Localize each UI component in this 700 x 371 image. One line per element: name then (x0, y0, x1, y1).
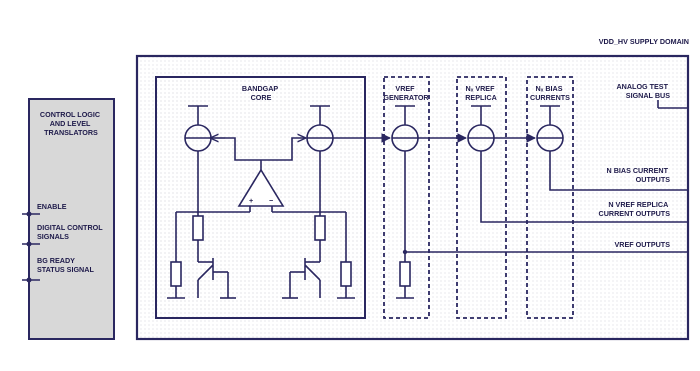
bias-currents-title: Nₓ BIAS CURRENTS (530, 84, 570, 102)
bandgap-left-branch (167, 151, 251, 299)
analog-test-label: ANALOG TEST SIGNAL BUS (616, 82, 670, 100)
enable-label: ENABLE (37, 202, 67, 211)
bias-current-outputs-label: N BIAS CURRENT OUTPUTS (607, 166, 671, 184)
digital-control-pin-dot (26, 241, 32, 247)
supply-taps (188, 105, 560, 125)
output-routes (402, 100, 688, 255)
svg-text:+: + (249, 196, 253, 205)
digital-control-label: DIGITAL CONTROL SIGNALS (37, 223, 104, 241)
supply-domain-title: VDD_HV SUPPLY DOMAIN (599, 37, 689, 46)
vref-replica-box (456, 76, 507, 319)
vref-generator-title: VREF GENERATOR (383, 84, 429, 102)
enable-pin-dot (26, 211, 32, 217)
vref-generator-circuit (396, 151, 414, 299)
bandgap-right-branch (271, 151, 355, 299)
control-logic-title: CONTROL LOGIC AND LEVEL TRANSLATORS (40, 110, 102, 137)
control-logic-block: CONTROL LOGIC AND LEVEL TRANSLATORS ENAB… (22, 98, 115, 340)
mirror-bias-line (210, 133, 536, 161)
vref-generator-box (383, 76, 430, 319)
vref-outputs-label: VREF OUTPUTS (614, 240, 670, 249)
bg-ready-pin-dot (26, 277, 32, 283)
bias-currents-box (526, 76, 574, 319)
bg-ready-label: BG READY STATUS SIGNAL (37, 256, 94, 274)
svg-text:−: − (269, 196, 273, 205)
control-logic-box (28, 98, 115, 340)
bandgap-core-title: BANDGAP CORE (242, 84, 280, 102)
vref-replica-title: Nₓ VREF REPLICA (465, 84, 497, 102)
op-amp: + − (237, 160, 285, 207)
vref-replica-outputs-label: N VREF REPLICA CURRENT OUTPUTS (599, 200, 671, 218)
